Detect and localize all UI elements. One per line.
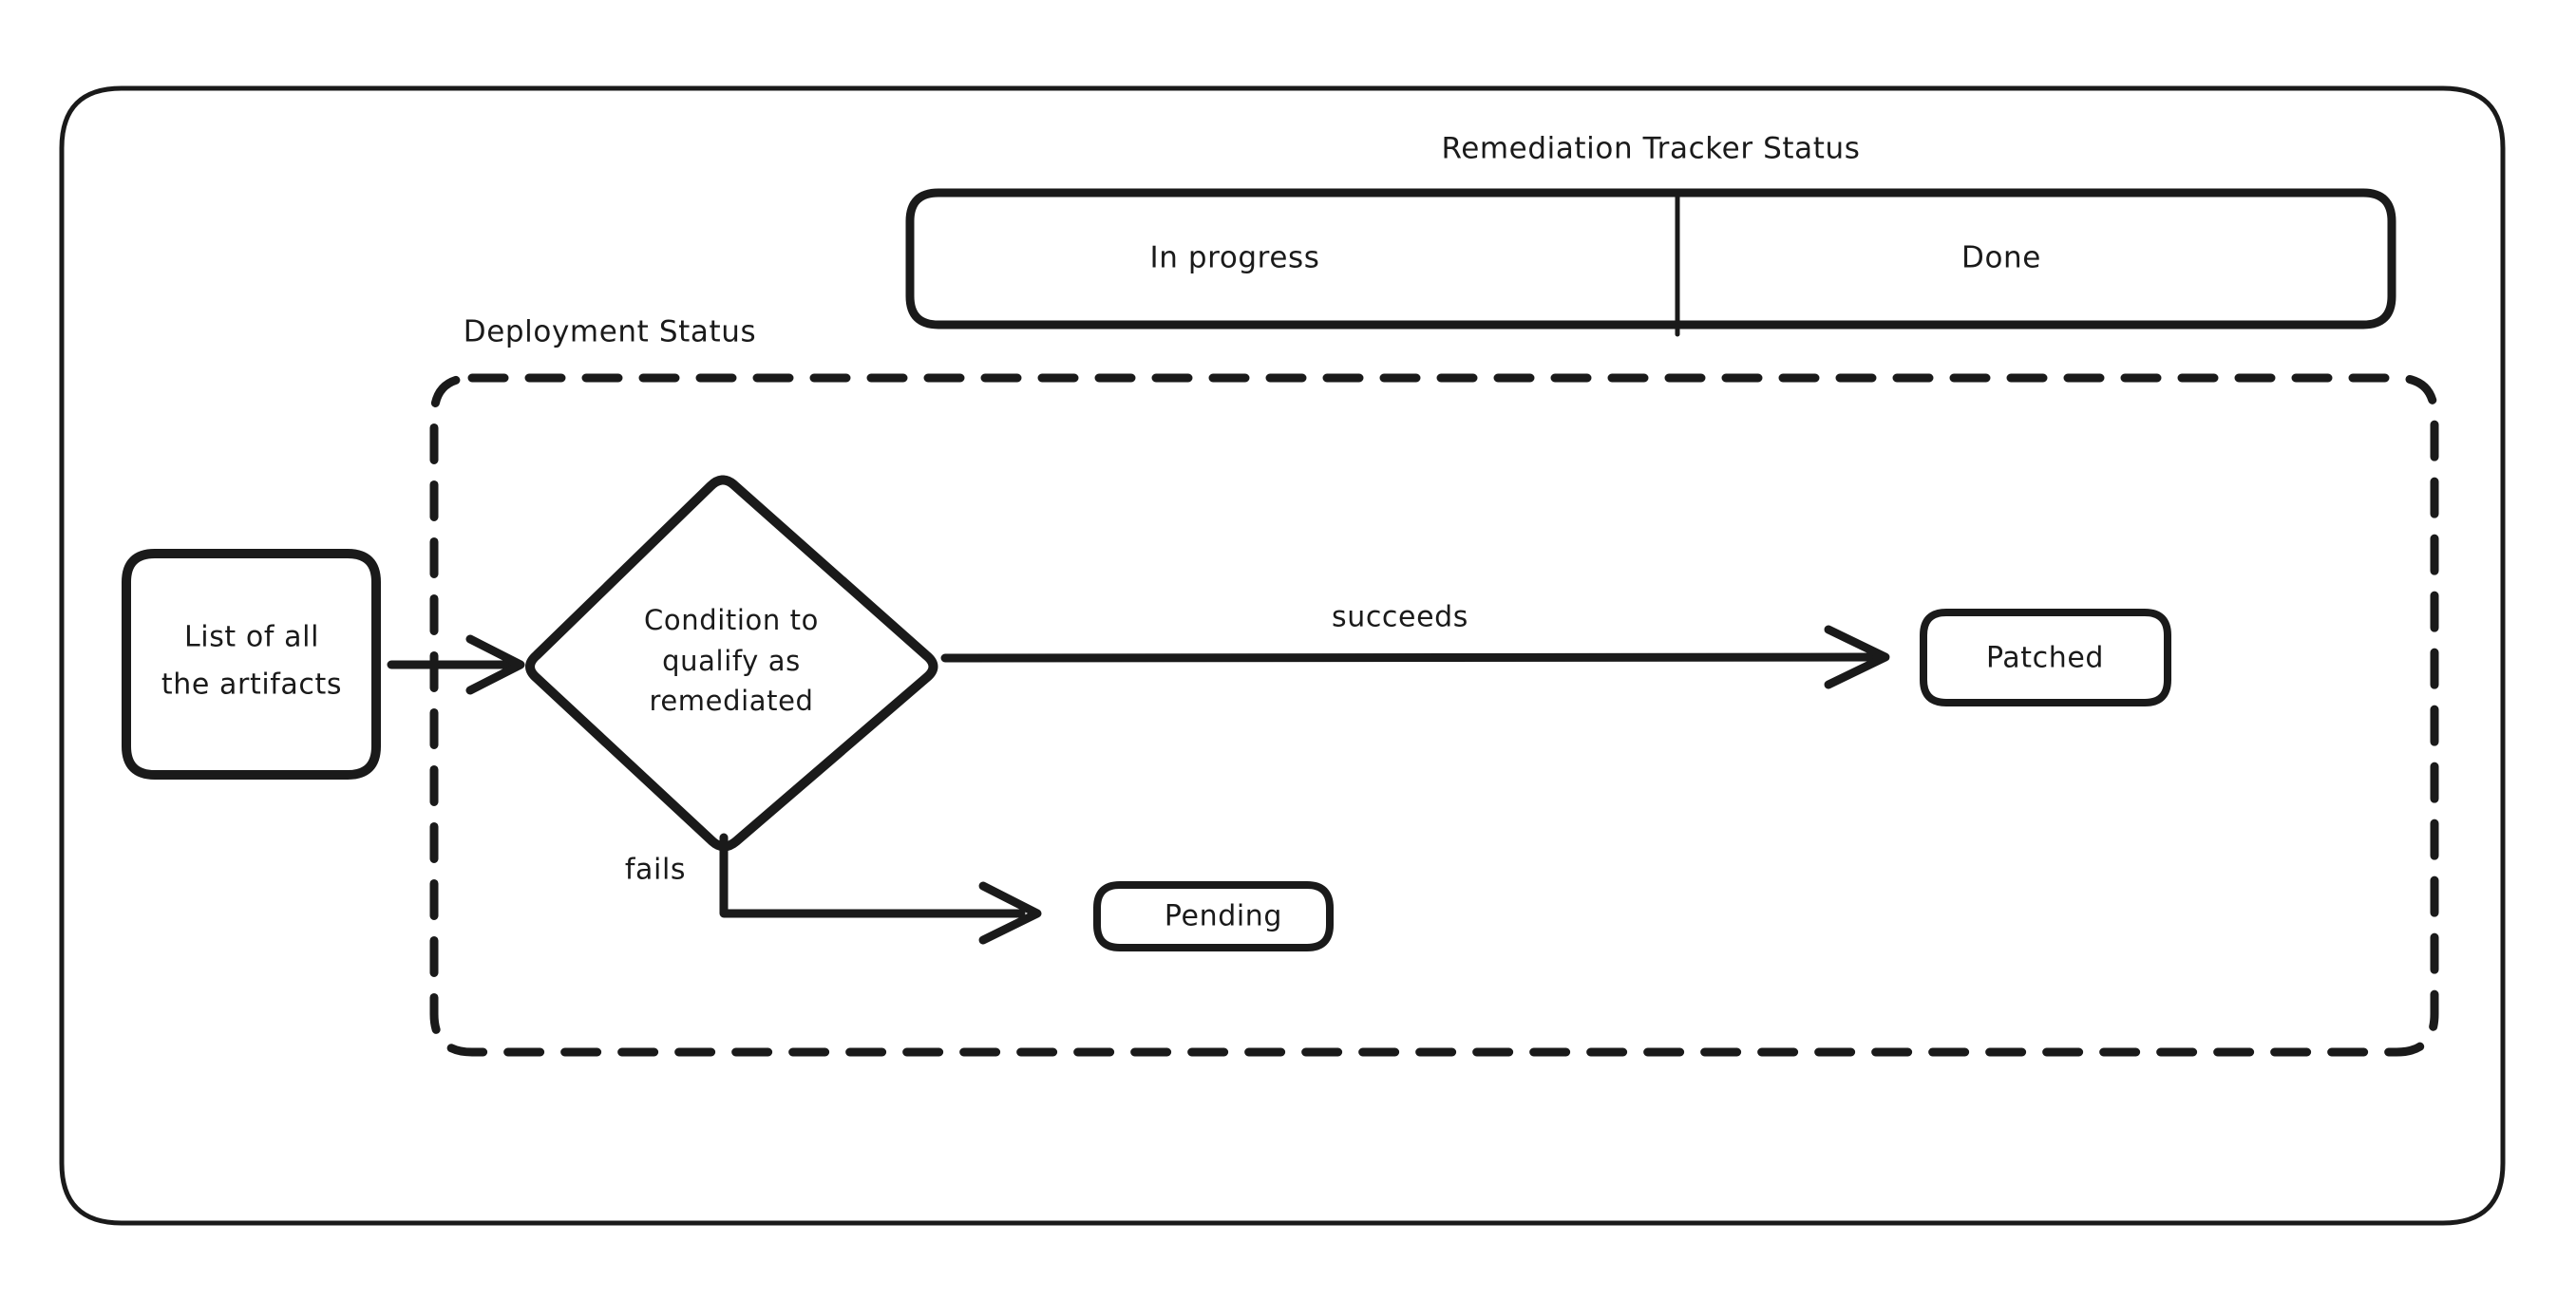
- outer-frame: [59, 85, 2506, 1226]
- node-artifacts-label-line1: List of all: [184, 621, 319, 654]
- node-patched[interactable]: [1920, 609, 2171, 706]
- node-condition-label-line1: Condition to: [644, 604, 819, 636]
- node-pending-label: Pending: [1165, 900, 1282, 933]
- deployment-status-group: [429, 373, 2439, 1057]
- edge-label-fails: fails: [625, 854, 686, 887]
- edge-condition-to-patched-arrowhead: [1824, 625, 1890, 689]
- node-artifacts[interactable]: [122, 549, 381, 780]
- edge-condition-to-patched: [940, 652, 1881, 663]
- node-artifacts-label-line2: the artifacts: [161, 668, 342, 702]
- lane-label-in-progress[interactable]: In progress: [1149, 241, 1319, 275]
- edge-artifacts-to-condition-arrowhead: [465, 634, 525, 695]
- node-condition-label-line3: remediated: [649, 685, 813, 717]
- node-patched-label: Patched: [1986, 642, 2104, 675]
- group-label-deployment-status: Deployment Status: [464, 315, 756, 349]
- swimlane-title: Remediation Tracker Status: [1441, 132, 1860, 166]
- node-condition[interactable]: [525, 475, 938, 852]
- lane-label-done[interactable]: Done: [1961, 241, 2041, 275]
- edge-condition-to-pending: [719, 833, 1026, 918]
- swimlane-bar: [905, 188, 2396, 329]
- edge-condition-to-pending-arrowhead: [978, 881, 1042, 945]
- node-pending[interactable]: [1093, 881, 1334, 951]
- node-condition-label-line2: qualify as: [662, 645, 801, 677]
- edge-label-succeeds: succeeds: [1332, 601, 1468, 634]
